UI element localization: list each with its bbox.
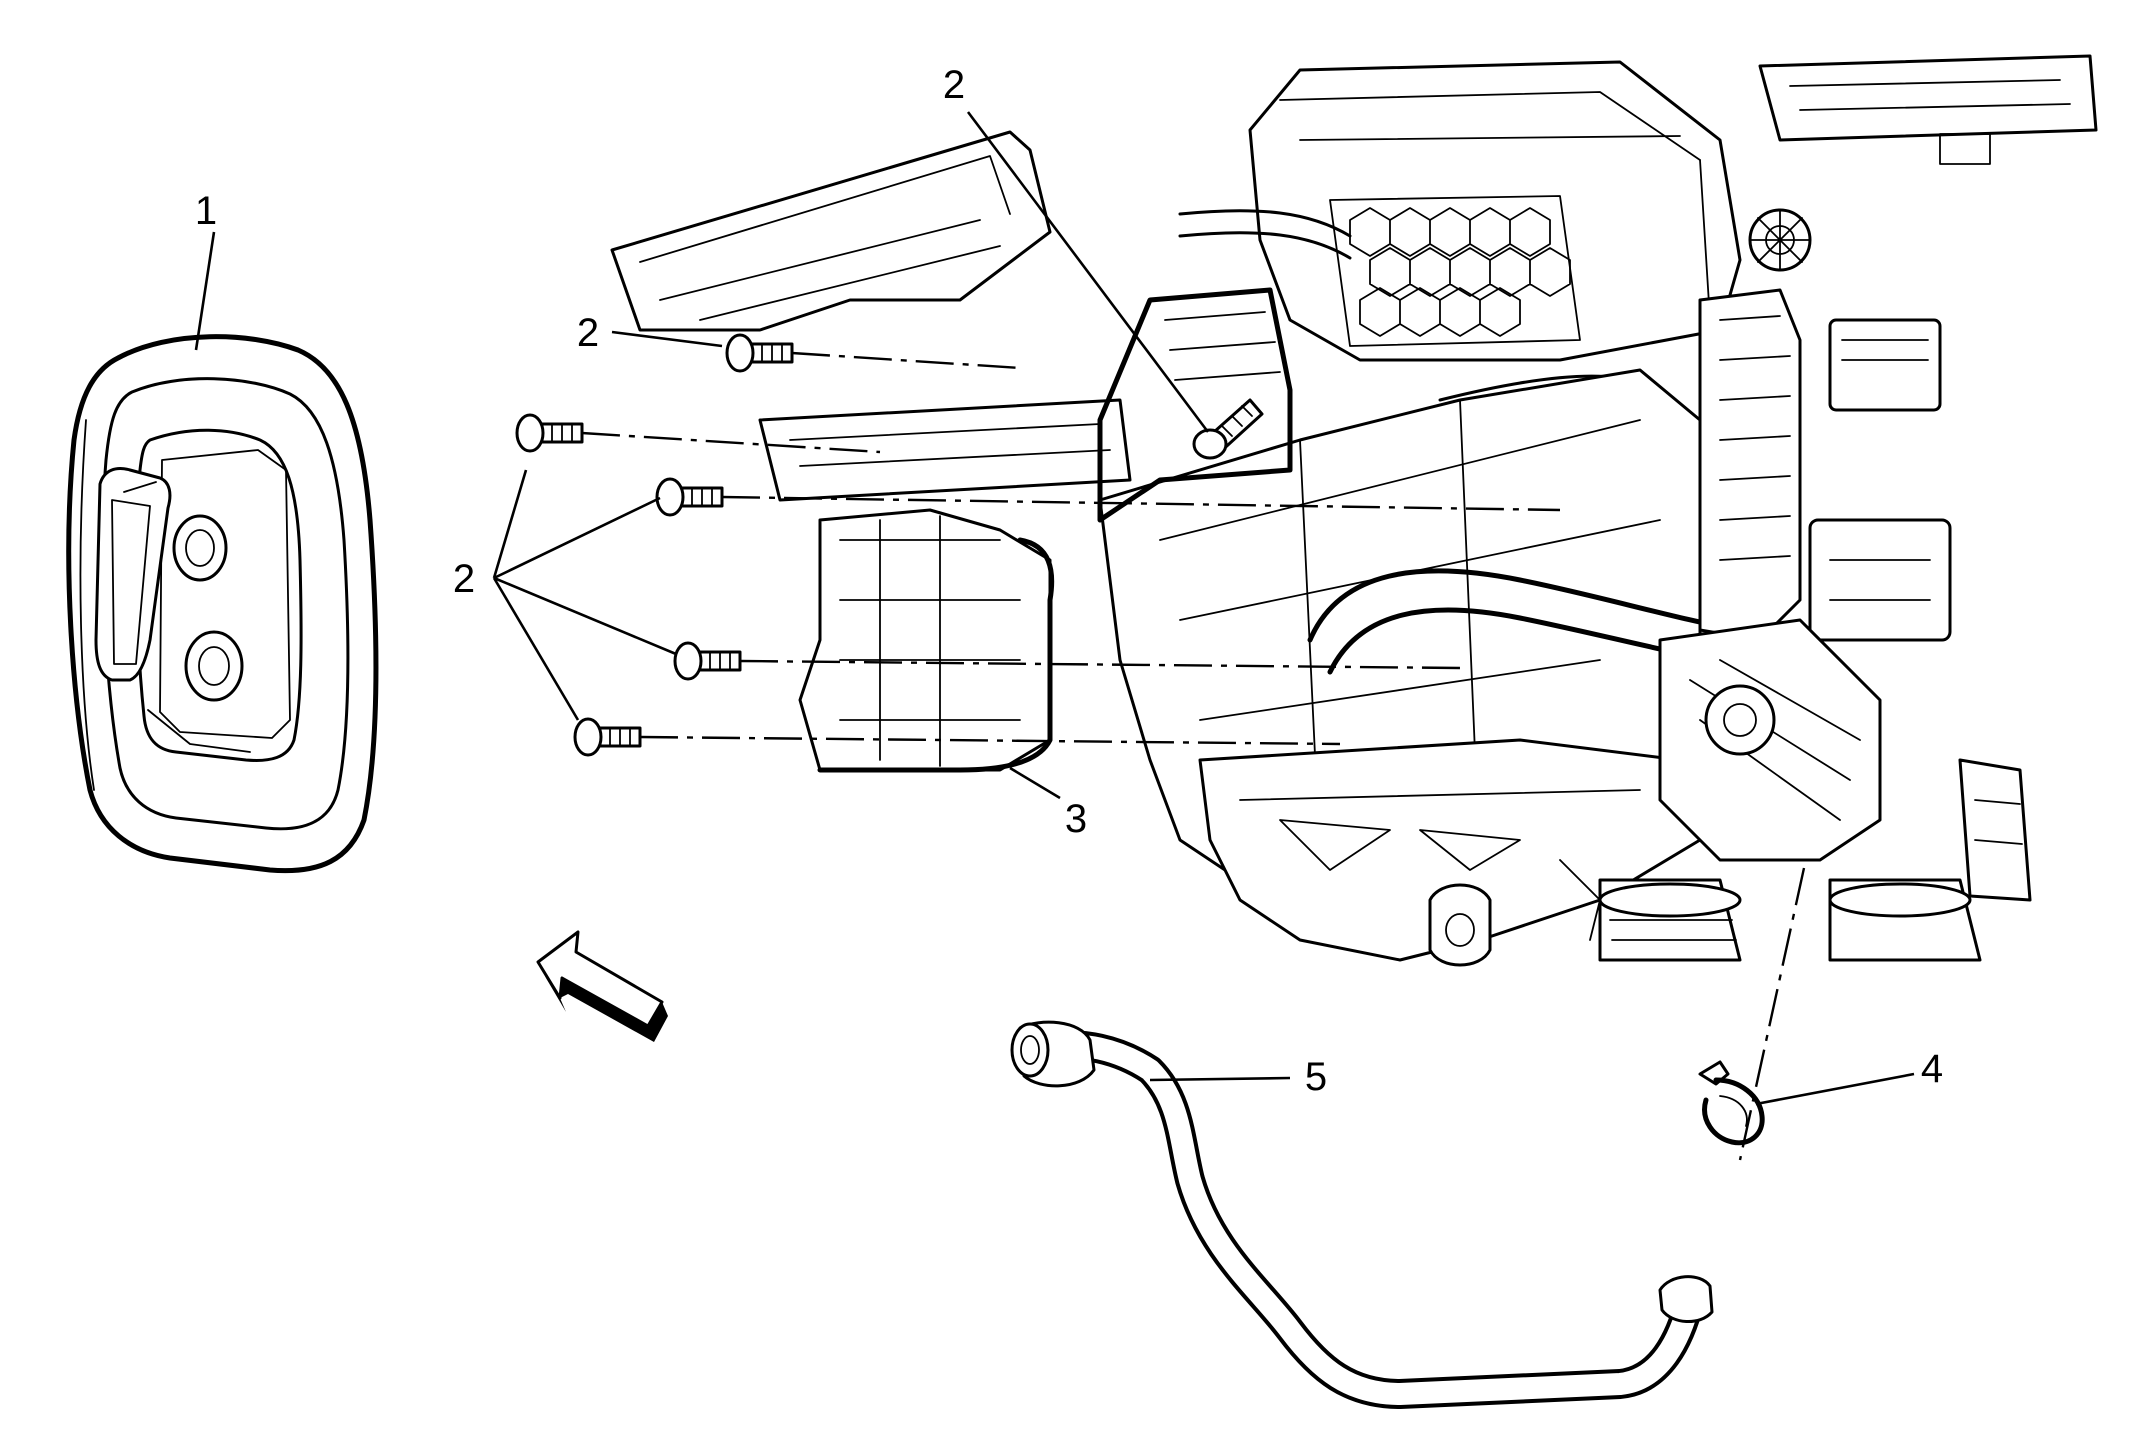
callout-2-group: 2 <box>453 557 475 601</box>
screw-2e <box>573 717 642 757</box>
screw-2a <box>725 333 794 373</box>
part-4-clamp <box>1698 1060 1765 1146</box>
evaporator-core <box>1329 195 1581 347</box>
screw-2c <box>655 477 724 517</box>
callout-2-top: 2 <box>943 63 965 107</box>
screw-2b <box>515 413 584 453</box>
hvac-module-housing <box>610 54 2098 967</box>
part-1-isolator <box>66 334 379 874</box>
callout-3: 3 <box>1065 797 1087 841</box>
screw-2d <box>673 641 742 681</box>
leader-lines <box>194 111 1915 1106</box>
callouts: 1 2 2 2 3 4 5 <box>195 63 1943 1099</box>
screw-upper-center <box>1192 398 1264 460</box>
callout-2-upper: 2 <box>577 311 599 355</box>
direction-arrow-icon <box>536 930 668 1042</box>
part-5-hose <box>1010 1020 1714 1409</box>
part-3-duct <box>758 287 1293 773</box>
callout-1: 1 <box>195 189 217 233</box>
callout-5: 5 <box>1305 1055 1327 1099</box>
alignment-lines <box>581 351 1806 1161</box>
callout-4: 4 <box>1921 1047 1943 1091</box>
